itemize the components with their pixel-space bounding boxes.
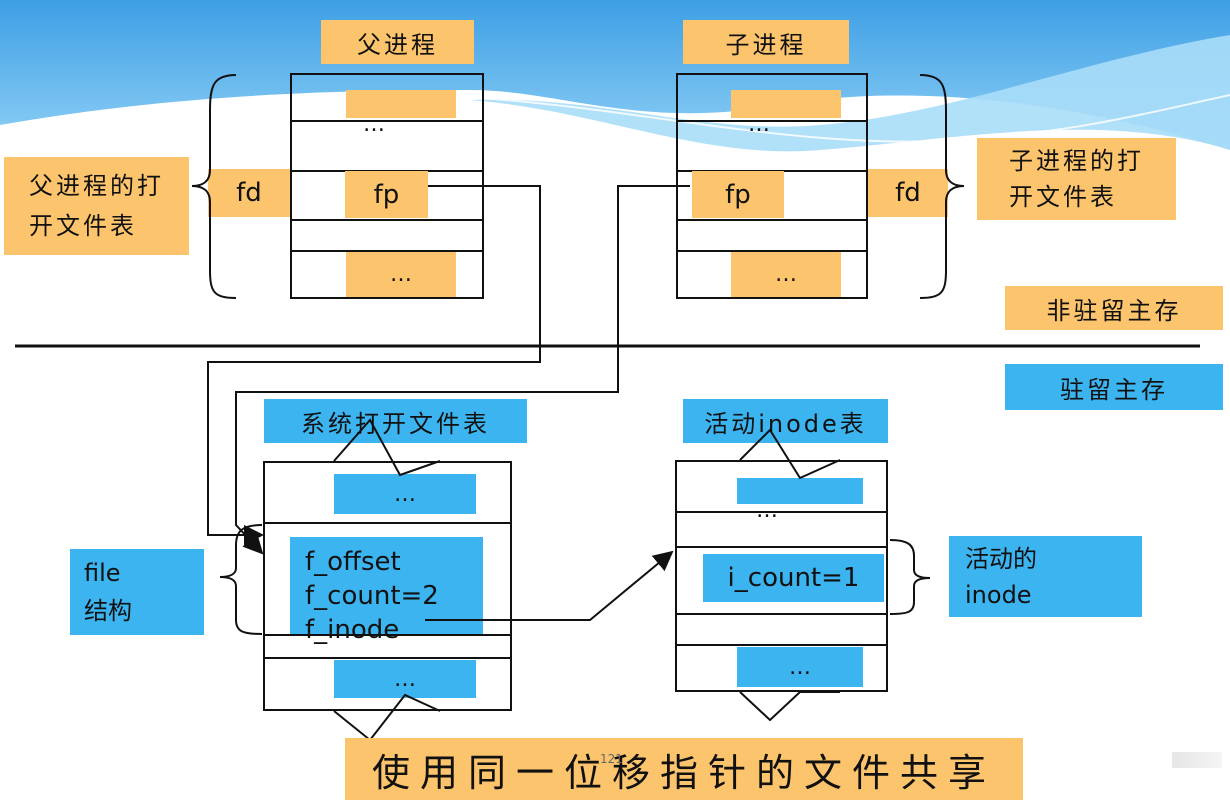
system-dots-top: … — [334, 474, 476, 514]
child-table-caption: 子进程的打 开文件表 — [977, 138, 1176, 220]
system-dots-bottom: … — [334, 660, 476, 698]
inode-dots-bottom: … — [737, 647, 863, 687]
child-fd-label: fd — [868, 169, 948, 217]
parent-fp-cell: fp — [345, 171, 428, 218]
child-fp-cell: fp — [692, 171, 784, 218]
inode-dots-top: … — [756, 497, 778, 523]
i-count-field: i_count=1 — [703, 554, 884, 602]
active-inode-label: 活动的 inode — [949, 536, 1142, 617]
page-number: 121 — [600, 752, 623, 766]
f-inode-field: f_inode — [305, 615, 400, 645]
parent-process-header: 父进程 — [321, 20, 474, 64]
parent-dots-top: … — [363, 111, 385, 137]
file-struct-text: f_offset f_count=2 f_inode — [305, 545, 439, 647]
child-process-header: 子进程 — [683, 20, 849, 64]
f-count-field: f_count=2 — [305, 581, 439, 611]
watermark-logo — [1172, 752, 1222, 768]
child-top-slot — [731, 90, 841, 118]
inode-table-title: 活动inode表 — [683, 399, 888, 443]
child-dots-bottom: … — [731, 252, 841, 297]
resident-memory-label: 驻留主存 — [1005, 364, 1223, 410]
file-struct-label: file 结构 — [70, 549, 204, 635]
non-resident-memory-label: 非驻留主存 — [1005, 286, 1223, 330]
parent-table-caption: 父进程的打 开文件表 — [4, 157, 189, 255]
system-table-title: 系统打开文件表 — [264, 399, 527, 443]
f-offset-field: f_offset — [305, 547, 401, 577]
child-dots-top: … — [748, 111, 770, 137]
slide-title: 使用同一位移指针的文件共享 — [345, 738, 1023, 800]
parent-fd-label: fd — [208, 169, 290, 217]
inode-top-slot — [737, 478, 863, 504]
parent-top-slot — [346, 90, 456, 118]
parent-dots-bottom: … — [346, 252, 456, 297]
